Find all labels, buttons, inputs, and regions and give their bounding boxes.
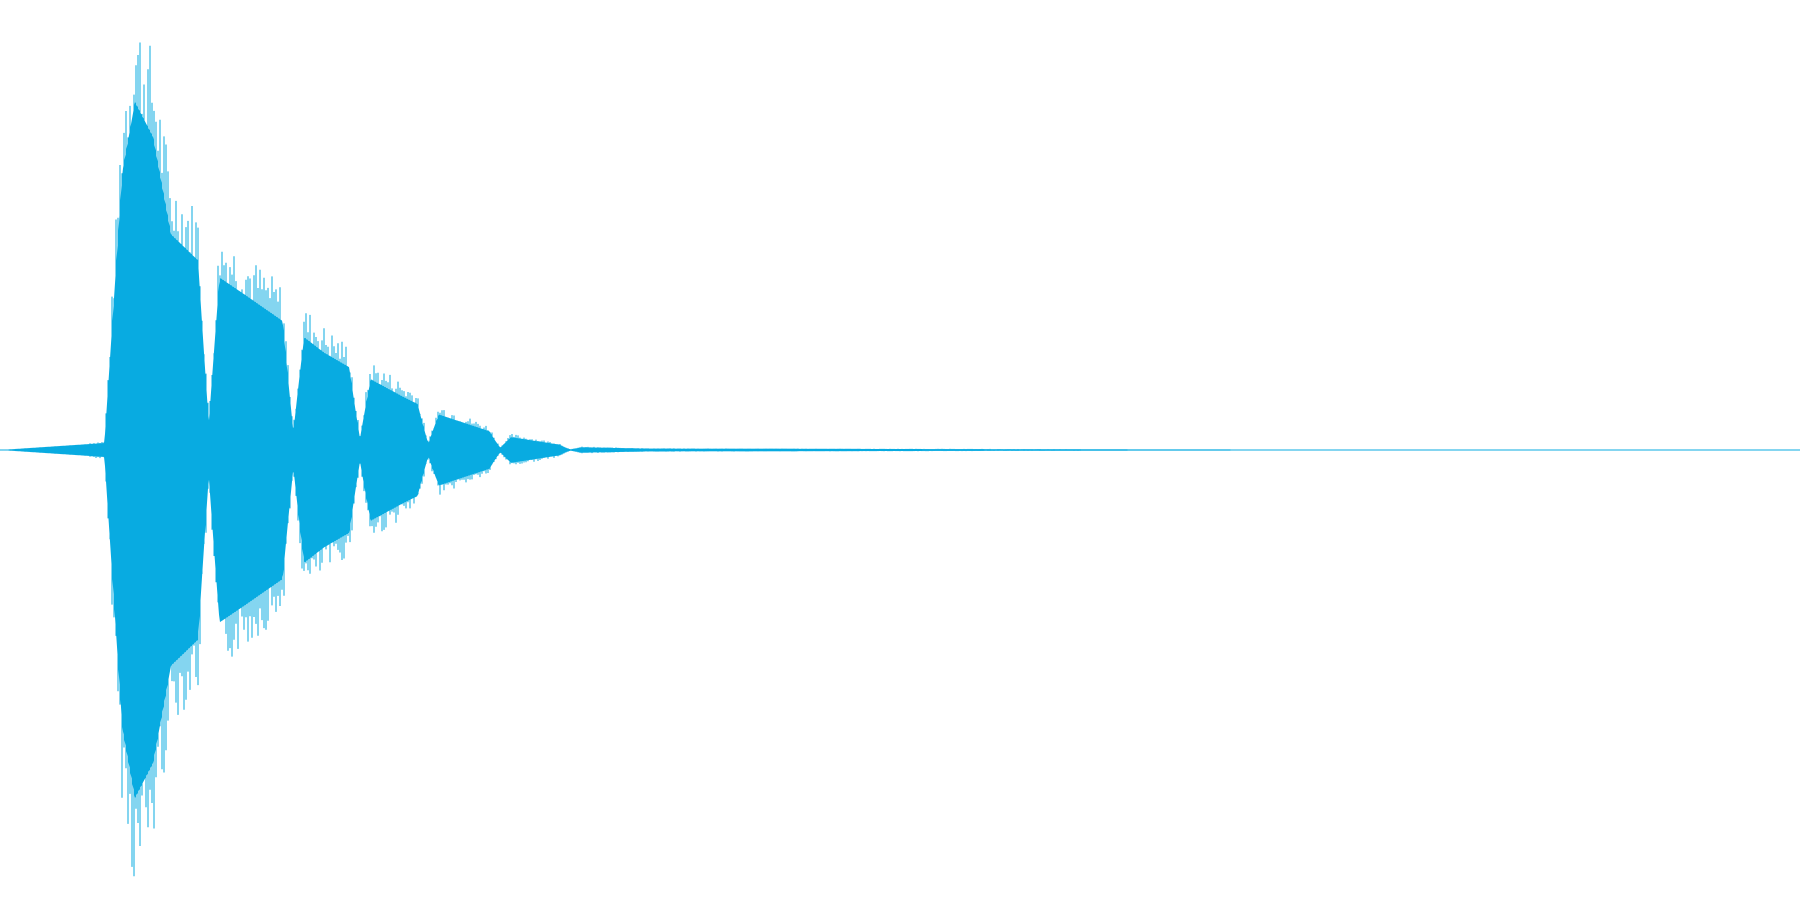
waveform-envelope-fill xyxy=(0,102,1800,798)
